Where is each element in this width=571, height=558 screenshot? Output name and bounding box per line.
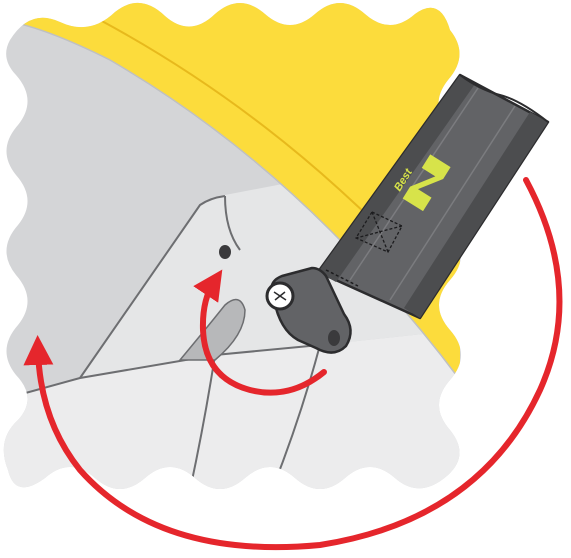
tab-eyelet <box>328 330 340 346</box>
valve-hole <box>219 245 231 259</box>
